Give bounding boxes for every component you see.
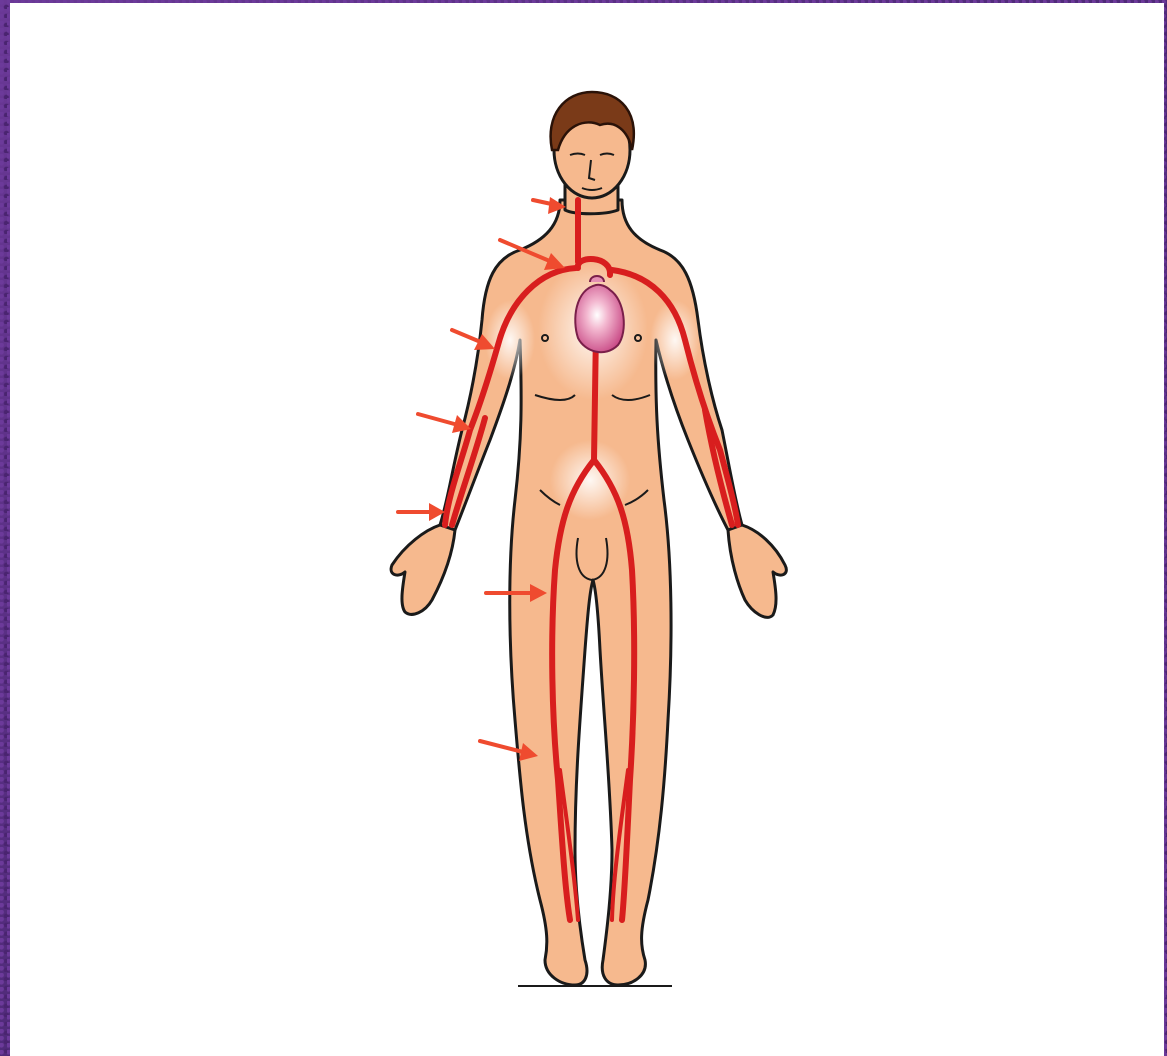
right-hand [728,525,786,617]
body [391,102,786,985]
left-hand [391,525,455,614]
arrow-wrist [398,503,445,521]
arrow-elbow [418,414,471,433]
